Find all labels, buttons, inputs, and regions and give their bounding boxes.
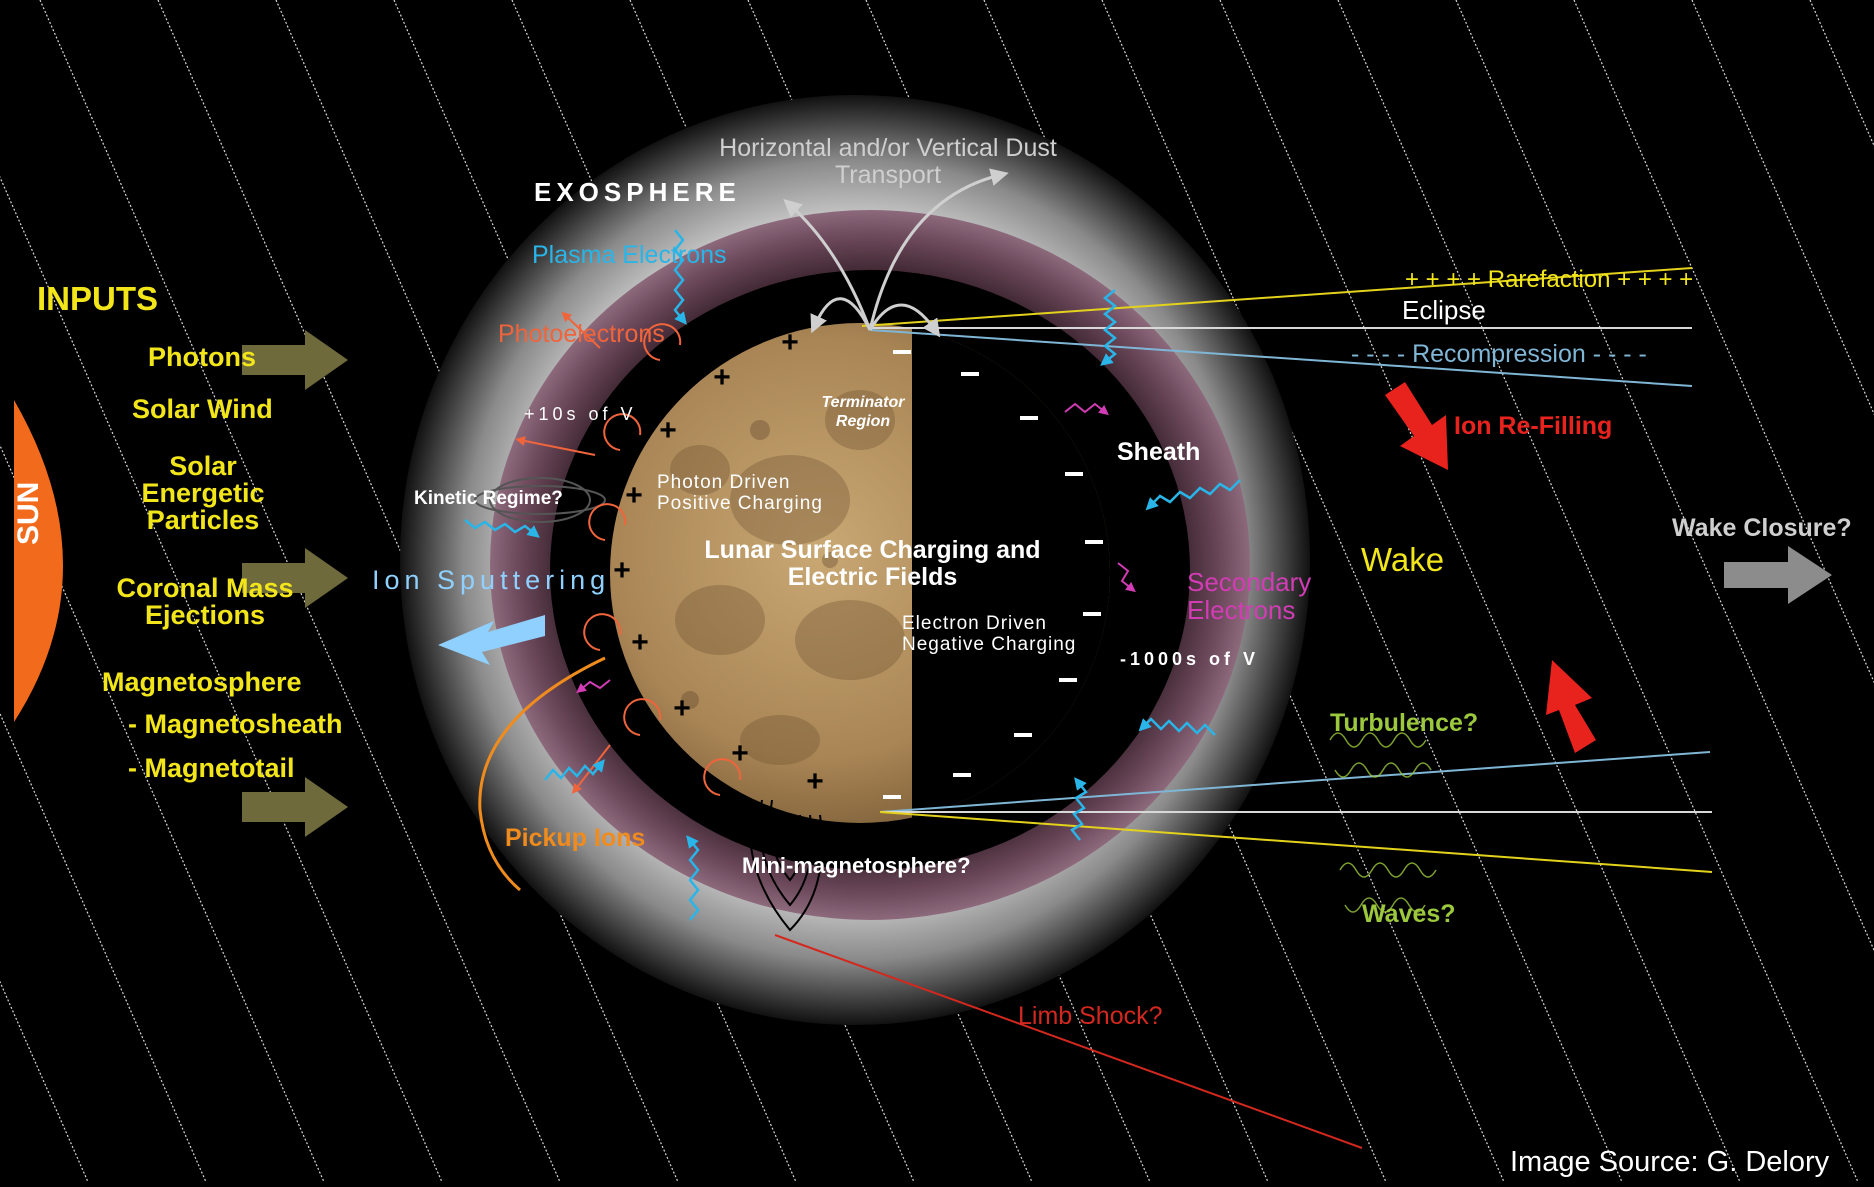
limb-shock-label: Limb Shock? <box>1018 1002 1163 1030</box>
sunlight-ray <box>0 712 207 1183</box>
minus-mark <box>1083 612 1101 616</box>
minus-mark <box>1065 472 1083 476</box>
plasma-electrons-label: Plasma Electrons <box>532 241 727 269</box>
exosphere-label: EXOSPHERE <box>534 177 741 207</box>
plus-mark: + <box>631 626 649 659</box>
secondary-electrons-label: Secondary Electrons <box>1187 567 1312 625</box>
minus-mark <box>1085 540 1103 544</box>
center-title: Lunar Surface Charging and Electric Fiel… <box>704 536 1041 591</box>
terminator-region-label: Terminator Region <box>821 394 905 430</box>
inputs-heading: INPUTS <box>37 280 159 317</box>
plus-mark: + <box>713 361 731 394</box>
plus-mark: + <box>613 554 631 587</box>
mini-magnetosphere-label: Mini-magnetosphere? <box>742 853 971 878</box>
photon-driven-label: Photon Driven Positive Charging <box>657 472 823 514</box>
sunlight-ray <box>0 444 325 1183</box>
minus-mark <box>893 350 911 354</box>
plus-tens-volts-label: +10s of V <box>524 404 637 424</box>
waves-label: Waves? <box>1362 900 1456 928</box>
kinetic-regime-label: Kinetic Regime? <box>414 488 563 509</box>
plus-mark: + <box>806 765 824 798</box>
moon <box>610 323 1110 823</box>
input-magnetotail: - Magnetotail <box>128 753 295 783</box>
wake-lines <box>861 267 1713 873</box>
input-magnetosphere: Magnetosphere <box>102 667 302 697</box>
secondary-electron-squiggles <box>576 402 1136 694</box>
sunlight-ray <box>1219 0 1741 1183</box>
pickup-ions-arc <box>478 656 606 892</box>
ion-refilling-label: Ion Re-Filling <box>1454 412 1613 440</box>
ion-refill-arrow-lower <box>1546 660 1596 753</box>
minus-mark <box>1059 678 1077 682</box>
positive-charge-marks: + + + + + + + + + <box>613 326 824 798</box>
electron-driven-label: Electron Driven Negative Charging <box>902 613 1077 655</box>
sunlight-ray <box>1101 0 1623 1183</box>
input-coronal-mass-ejections: Coronal Mass Ejections <box>116 573 294 630</box>
recompression-label: - - - - Recompression - - - - <box>1351 340 1647 368</box>
limb-shock-line <box>774 934 1363 1149</box>
negative-charge-marks <box>883 350 1103 799</box>
turbulence-label: Turbulence? <box>1330 709 1479 737</box>
sun-shape <box>14 400 63 722</box>
sunlight-ray <box>0 175 443 1183</box>
dust-transport-label: Horizontal and/or Vertical Dust Transpor… <box>719 134 1057 189</box>
image-source-credit: Image Source: G. Delory <box>1510 1146 1830 1178</box>
sunlight-ray <box>1691 0 1874 416</box>
minus-mark <box>953 773 971 777</box>
sheath-label: Sheath <box>1117 438 1201 466</box>
plasma-electron-squiggles <box>464 229 1241 921</box>
mini-magnetosphere-loops <box>748 799 823 932</box>
input-solar-wind: Solar Wind <box>132 394 273 424</box>
minus-mark <box>961 372 979 376</box>
minus-thousands-volts-label: -1000s of V <box>1120 649 1260 669</box>
wake-closure-label: Wake Closure? <box>1672 514 1852 542</box>
photoelectron-arcs <box>515 311 742 796</box>
photoelectrons-label: Photoelectrons <box>498 320 665 348</box>
dust-transport-arrows <box>783 168 1009 338</box>
wake-closure-arrow <box>1724 546 1832 604</box>
ion-sputtering-label: Ion Sputtering <box>372 565 611 595</box>
ion-refill-arrow-upper <box>1385 382 1448 470</box>
plus-mark: + <box>781 326 799 359</box>
sunlight-ray <box>1337 0 1859 1183</box>
wake-label: Wake <box>1361 541 1445 578</box>
input-photons: Photons <box>148 342 256 372</box>
ion-sputtering-arrow <box>438 615 545 665</box>
minus-mark <box>883 795 901 799</box>
input-arrows <box>242 330 348 837</box>
sun-label: SUN <box>12 481 45 545</box>
input-solar-energetic-particles: Solar Energetic Particles <box>141 451 265 535</box>
sunlight-ray <box>1573 0 1874 684</box>
plus-mark: + <box>659 414 677 447</box>
wake-turbulence-waves <box>1329 732 1437 913</box>
plus-mark: + <box>625 479 643 512</box>
minus-mark <box>1014 733 1032 737</box>
eclipse-label: Eclipse <box>1402 295 1486 325</box>
sunlight-ray <box>1455 0 1874 952</box>
plus-mark: + <box>731 737 749 770</box>
sunlight-ray <box>1809 0 1874 147</box>
minus-mark <box>1020 416 1038 420</box>
pickup-ions-label: Pickup Ions <box>505 824 646 852</box>
sunlight-ray <box>0 980 89 1183</box>
rarefaction-label: + + + + Rarefaction + + + + <box>1405 266 1694 293</box>
kinetic-regime-loops <box>474 477 606 523</box>
input-magnetosheath: - Magnetosheath <box>128 709 343 739</box>
plus-mark: + <box>673 692 691 725</box>
